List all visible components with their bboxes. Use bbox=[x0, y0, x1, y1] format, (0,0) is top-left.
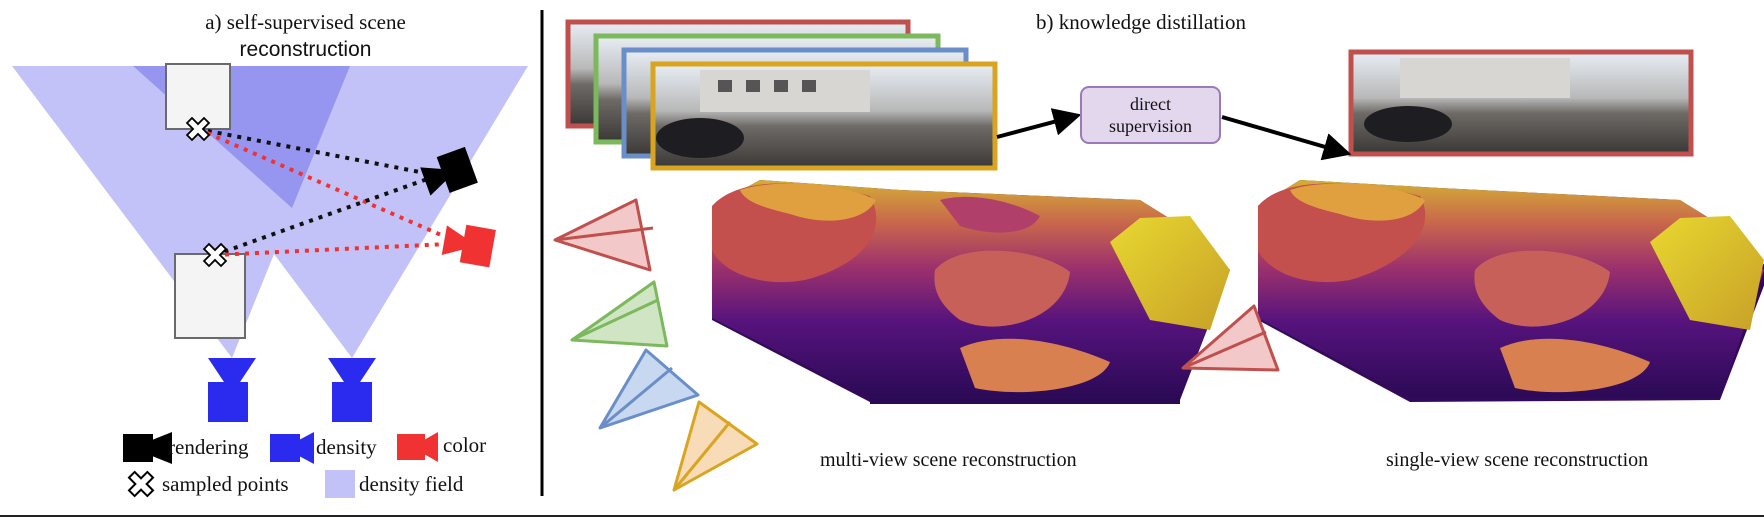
sampling-rays bbox=[197, 127, 449, 257]
sampled-point-icon bbox=[185, 116, 211, 142]
legend-rendering-icon bbox=[123, 432, 172, 464]
panel-a-illustration bbox=[12, 63, 528, 498]
supervision-line1: direct bbox=[1130, 93, 1171, 114]
panel-a-title-line1: a) self-supervised scene bbox=[205, 10, 406, 34]
legend-sampled-point-icon bbox=[127, 470, 155, 498]
panel-b-title: b) knowledge distillation bbox=[1036, 10, 1246, 34]
density-camera-icon bbox=[208, 358, 256, 422]
arrow-icon bbox=[996, 108, 1352, 161]
single-view-caption: single-view scene reconstruction bbox=[1386, 449, 1649, 471]
camera-frustum-icon bbox=[672, 400, 759, 492]
legend-color-label: color bbox=[443, 433, 487, 457]
camera-frustum-icon bbox=[598, 348, 700, 430]
direct-supervision-box: direct supervision bbox=[1080, 86, 1221, 144]
color-camera-icon bbox=[441, 224, 496, 268]
camera-frustum-icon bbox=[1181, 304, 1280, 372]
legend-density-icon bbox=[270, 432, 314, 464]
legend-density-field-label: density field bbox=[359, 472, 464, 496]
legend-density-label: density bbox=[316, 435, 377, 459]
sampled-point-icon bbox=[202, 242, 228, 268]
legend-rendering-label: rendering bbox=[168, 435, 249, 459]
density-camera-icon bbox=[328, 358, 376, 422]
single-view-reconstruction bbox=[1258, 180, 1764, 402]
input-view-orange bbox=[650, 61, 998, 171]
panel-a-title-line2: reconstruction bbox=[239, 38, 372, 61]
multi-view-reconstruction bbox=[712, 180, 1230, 404]
legend-color-icon bbox=[397, 432, 438, 462]
panel-a-subtitle: reconstruction bbox=[148, 39, 463, 60]
target-view bbox=[1348, 49, 1694, 157]
legend-sampled-points-label: sampled points bbox=[162, 472, 289, 496]
supervision-line2: supervision bbox=[1109, 116, 1192, 136]
sampled-object-bottom bbox=[174, 253, 246, 339]
multi-view-caption: multi-view scene reconstruction bbox=[820, 449, 1077, 471]
input-view-stack bbox=[565, 19, 998, 171]
legend-density-field-swatch bbox=[325, 470, 355, 498]
car-shape bbox=[656, 118, 744, 158]
rendering-camera-icon bbox=[420, 146, 478, 196]
panel-a-title: a) self-supervised scene bbox=[148, 12, 463, 33]
sampled-object-top bbox=[165, 63, 231, 130]
car-shape bbox=[1364, 106, 1452, 142]
camera-frustum-icon bbox=[553, 198, 654, 272]
camera-frustum-icon bbox=[570, 280, 669, 348]
